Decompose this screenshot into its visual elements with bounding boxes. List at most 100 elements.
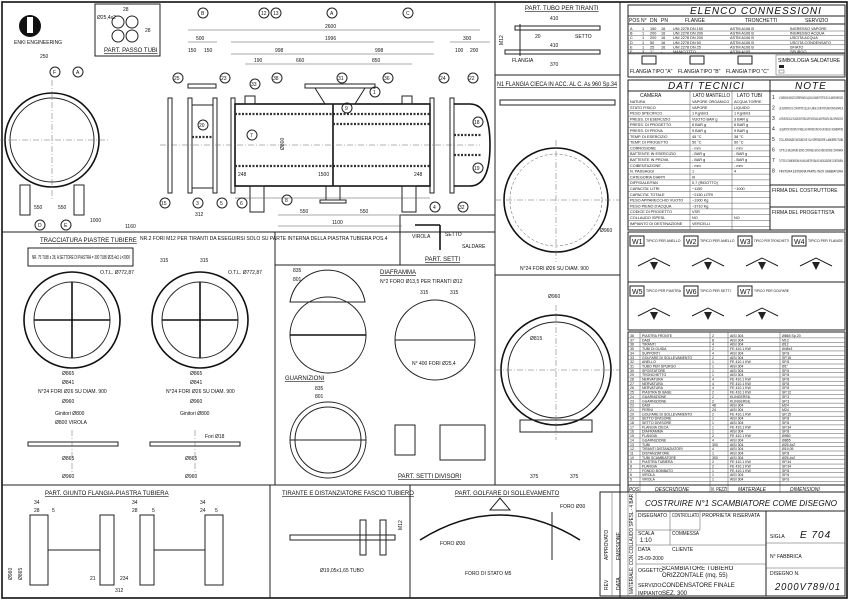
svg-text:SERVIZIO:: SERVIZIO: (638, 583, 663, 589)
svg-text:22: 22 (469, 76, 475, 82)
svg-text:315: 315 (200, 258, 209, 264)
parts-cell: FE 410.1 KW (730, 412, 752, 416)
dati-row: COIBENTAZIONE- mm- mm (628, 164, 770, 169)
svg-text:150: 150 (204, 48, 213, 54)
parts-cell: 37 (630, 338, 634, 342)
svg-text:28: 28 (34, 508, 40, 514)
parts-cell: FE 410.1 KW (730, 434, 752, 438)
svg-text:N. PEZZI: N. PEZZI (711, 487, 727, 493)
parts-cell: DISTANZIATORE (642, 451, 670, 455)
svg-text:12: 12 (261, 11, 267, 17)
parts-cell: SP.8 (782, 378, 789, 382)
svg-text:312: 312 (195, 212, 204, 218)
svg-text:370: 370 (550, 62, 559, 68)
svg-text:315: 315 (420, 290, 429, 296)
svg-text:TUTTE LE SALDATURE SONO CONTIN: TUTTE LE SALDATURE SONO CONTINUE SALVO I… (779, 149, 843, 153)
svg-text:Ø865: Ø865 (62, 371, 74, 377)
connection-cell: 200 (650, 36, 656, 40)
parts-cell: FONDO BOMBATO (642, 469, 673, 473)
parts-cell: AISI 304 (730, 356, 743, 360)
parts-cell: 48 (712, 404, 716, 408)
parts-cell: 8 (712, 338, 714, 342)
svg-text:N°2 FORO Ø13,5 PER TIRANTI Ø12: N°2 FORO Ø13,5 PER TIRANTI Ø12 (380, 279, 463, 285)
dati-cell: VAPORE ORGANICO (692, 100, 729, 104)
parts-cell: 1 (712, 430, 714, 434)
parts-cell: AISI 304 (730, 369, 743, 373)
dati-cell: - BAR g (734, 158, 747, 162)
parts-cell: SUPPORTI (642, 351, 660, 355)
svg-text:Ø960: Ø960 (185, 474, 197, 480)
svg-text:20: 20 (199, 123, 205, 129)
svg-text:PART. SETTI DIVISORI: PART. SETTI DIVISORI (398, 474, 461, 480)
dati-cell: 4 (734, 170, 736, 174)
svg-text:SCALA: SCALA (638, 531, 655, 537)
weld-legend-title: SIMBOLOGIA SALDATURE (778, 58, 841, 64)
parts-cell: FE 410.1 KW (730, 382, 752, 386)
parts-cell: SP.8 (782, 386, 789, 390)
svg-text:FIRMA DEL PROGETTISTA: FIRMA DEL PROGETTISTA (772, 210, 835, 216)
svg-text:E 704: E 704 (800, 530, 831, 541)
parts-cell: 16 (630, 430, 634, 434)
connection-cell: ASTM A106 B (730, 36, 754, 40)
svg-text:2000V789/01: 2000V789/01 (774, 582, 841, 593)
svg-text:801: 801 (293, 277, 302, 283)
parts-cell: AISI 304 (730, 421, 743, 425)
parts-cell: 2 (712, 347, 714, 351)
dati-cell: 1 Kg/dm3 (692, 112, 708, 116)
parts-cell: TUBI SCAMBIATORE (642, 456, 677, 460)
part-diaframma: 835 801 GUARNIZIONI 835 801 DIAFRAMMA N°… (285, 268, 486, 480)
connection-cell: ASTM A106 B (730, 41, 754, 45)
dati-cell: 3 BAR g (734, 117, 748, 121)
parts-cell: AISI 304 (730, 408, 743, 412)
svg-text:TOLLERANZE NEGATIVE SU SPESSOR: TOLLERANZE NEGATIVE SU SPESSORE LAMIERE/… (779, 138, 843, 142)
svg-text:410: 410 (550, 16, 559, 22)
svg-text:8: 8 (285, 198, 288, 204)
parts-cell: FE 410.1 KW (730, 391, 752, 395)
svg-text:Ø865: Ø865 (18, 568, 24, 580)
svg-text:W1: W1 (632, 239, 643, 246)
parts-cell: 2 (712, 460, 714, 464)
parts-cell: TUBO PER SPURGO (642, 364, 676, 368)
svg-text:234: 234 (120, 576, 129, 582)
svg-text:Ø25,4x2: Ø25,4x2 (97, 15, 116, 21)
dati-cell: - BAR g (692, 158, 705, 162)
parts-cell: AISI 304 (730, 430, 743, 434)
svg-text:TIPICO PER GOLFARE: TIPICO PER GOLFARE (754, 289, 790, 293)
connection-cell: UNI 2278 DN 150 (673, 27, 703, 31)
parts-cell: AISI 304 (730, 351, 743, 355)
parts-cell: AISI 304 (730, 447, 743, 451)
svg-text:LA FORATURA DELLE FLANGE DEVE: LA FORATURA DELLE FLANGE DEVE RISULTARE … (779, 117, 843, 121)
svg-text:Ø960: Ø960 (548, 294, 560, 300)
svg-text:PN: PN (661, 18, 668, 24)
dati-cell: 50 °C (734, 141, 744, 145)
parts-cell: SP.34 (782, 425, 791, 429)
connection-cell: 200 (650, 32, 656, 36)
parts-cell: 23 (630, 399, 634, 403)
svg-text:Ø960: Ø960 (600, 228, 612, 234)
parts-cell: Ø1" (782, 364, 789, 368)
connection-cell: 1 (642, 27, 644, 31)
svg-text:N° FABBRICA: N° FABBRICA (770, 554, 802, 560)
svg-text:TIPICO PER SETTI: TIPICO PER SETTI (700, 289, 731, 293)
svg-text:TIPICO PER ANELLO: TIPICO PER ANELLO (646, 239, 681, 243)
svg-text:OGGETTO:: OGGETTO: (638, 568, 664, 574)
svg-text:8: 8 (772, 169, 775, 175)
svg-text:DISEGNATO: DISEGNATO (638, 513, 667, 519)
parts-cell: 10 (630, 456, 634, 460)
parts-cell: GUARNIZIONE (642, 438, 667, 442)
